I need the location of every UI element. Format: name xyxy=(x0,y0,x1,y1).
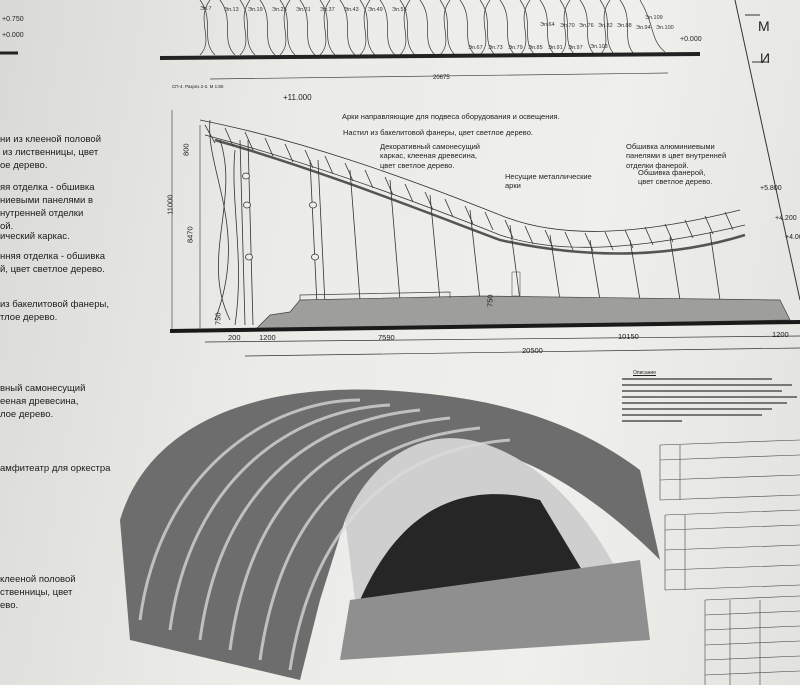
vertical-dimension: 8470 xyxy=(185,226,195,244)
arch-label: Эл.94 xyxy=(636,25,651,31)
arch-label: Эл.91 xyxy=(548,45,563,51)
left-note: ни из клееной половой из лиственницы, цв… xyxy=(0,134,102,171)
arch-label: Эл.19 xyxy=(248,7,263,13)
horizontal-dimension: 1200 xyxy=(259,333,276,342)
callout: Настил из бакелитовой фанеры, цвет светл… xyxy=(343,128,533,137)
arch-label: Эл.43 xyxy=(344,7,359,13)
notes-heading: Описание xyxy=(633,370,657,376)
arch-label: Эл.88 xyxy=(617,23,632,29)
arch-label: Эл.7 xyxy=(200,6,212,12)
level-mark: +5.800 xyxy=(760,185,782,192)
section-canopy xyxy=(199,119,746,326)
callout: Обшивка фанерой, цвет светлое дерево. xyxy=(638,168,713,187)
top-dimension: 20675 xyxy=(433,75,450,81)
arch-label: Эл.103 xyxy=(590,44,608,50)
arch-label: Эл.55 xyxy=(392,7,407,13)
vertical-dimension: 750 xyxy=(213,312,223,325)
stage-fill xyxy=(254,295,791,331)
level-mark: +0.000 xyxy=(680,36,702,43)
arch-label: Эл.13 xyxy=(224,7,239,13)
arch-label: Эл.73 xyxy=(488,45,503,51)
horizontal-dimension: 7590 xyxy=(378,333,395,342)
top-elevation-lattice xyxy=(199,0,666,56)
arch-label: Эл.64 xyxy=(540,22,555,28)
left-note: амфитеатр для оркестра xyxy=(0,463,111,474)
callout: Декоративный самонесущий каркас, клееная… xyxy=(380,142,480,170)
left-note: из бакелитовой фанеры, тлое дерево. xyxy=(0,299,109,323)
section-title: СП-4. Разрез 2-2. М 1:80 xyxy=(172,84,224,89)
horizontal-dimension: 10150 xyxy=(618,332,639,341)
arch-label: Эл.85 xyxy=(528,45,543,51)
arch-label: Эл.31 xyxy=(296,7,311,13)
arch-label: Эл.97 xyxy=(568,45,583,51)
arch-label: Эл.70 xyxy=(560,23,575,29)
ground-line-top xyxy=(159,52,701,60)
arch-label: Эл.109 xyxy=(645,15,663,21)
left-note: вный самонесущий ееная древесина, лое де… xyxy=(0,383,86,420)
arch-label: Эл.76 xyxy=(579,23,594,29)
arch-label: Эл.82 xyxy=(598,23,613,29)
arch-label: Эл.37 xyxy=(320,7,335,13)
arch-label: Эл.25 xyxy=(272,7,287,13)
spec-tables xyxy=(659,439,800,685)
left-note: клееной половой ственницы, цвет ево. xyxy=(0,574,76,611)
left-note: нняя отделка - обшивка й, цвет светлое д… xyxy=(0,251,106,275)
callout: Обшивка алюминиевыми панелями в цвет вну… xyxy=(626,142,727,170)
horizontal-dimension: 200 xyxy=(228,333,241,342)
level-top: +11.000 xyxy=(283,93,312,102)
level-mark: +4.200 xyxy=(775,215,797,222)
title-block-letter: М xyxy=(758,18,770,34)
level-mark: +4.00 xyxy=(785,234,800,241)
amphitheatre-render xyxy=(120,389,660,680)
vertical-dimension: 750 xyxy=(485,294,495,307)
notes-text-lines xyxy=(622,378,797,422)
title-block-letter: И xyxy=(760,50,771,66)
horizontal-dimension: 1200 xyxy=(772,330,789,339)
human-figure xyxy=(511,271,521,297)
level-mark: +0.750 xyxy=(2,16,24,23)
left-note: ический каркас. xyxy=(0,231,70,242)
arch-label: Эл.100 xyxy=(656,25,674,31)
arch-label: Эл.49 xyxy=(368,7,383,13)
ground-line-section xyxy=(169,320,800,333)
arch-label: Эл.79 xyxy=(508,45,523,51)
level-mark: +0.000 xyxy=(2,32,24,39)
horizontal-dimension: 20500 xyxy=(522,346,543,355)
callout: Арки направляющие для подвеса оборудован… xyxy=(342,112,560,121)
left-note: яя отделка - обшивка ниевыми панелями в … xyxy=(0,182,95,232)
vertical-dimension: 11000 xyxy=(165,194,175,215)
arch-label: Эл.67 xyxy=(468,45,483,51)
vertical-dimension: 800 xyxy=(181,143,191,156)
callout: Несущие металлические арки xyxy=(505,172,592,191)
